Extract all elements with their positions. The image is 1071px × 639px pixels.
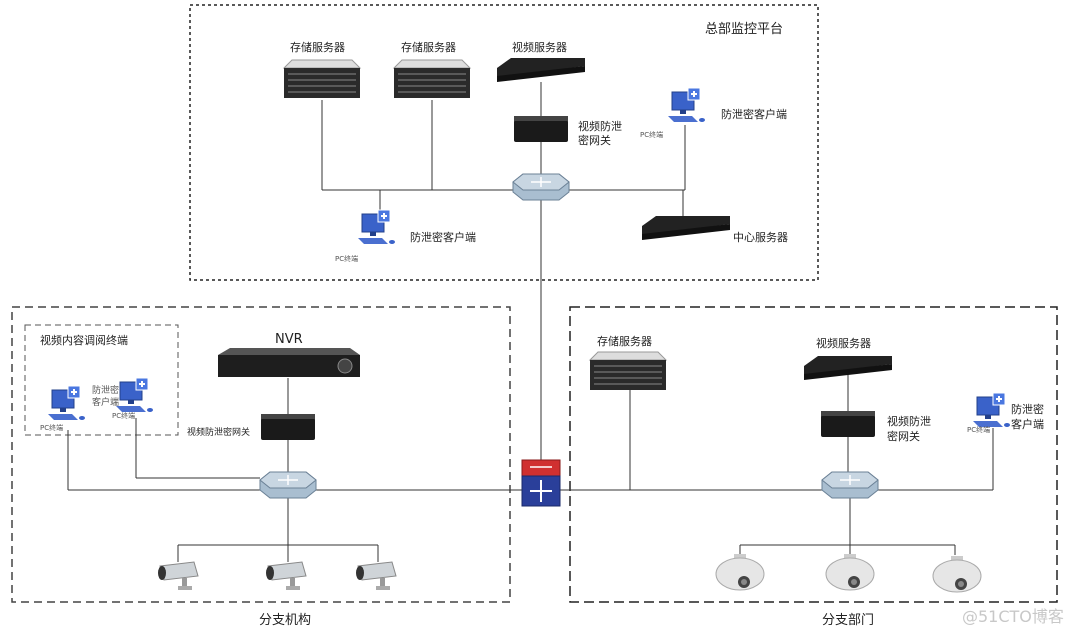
client-label: 防泄密 — [1011, 402, 1044, 416]
pc-icon — [972, 392, 1011, 428]
storage-server-icon — [393, 59, 471, 99]
gateway-label: 密网关 — [887, 429, 920, 443]
terminal-group-label: 视频内容调阅终端 — [40, 333, 128, 347]
terminal-group-border — [24, 324, 179, 436]
bullet-camera-icon — [265, 561, 307, 591]
switch-icon — [821, 471, 879, 499]
client-label: 防泄密客户端 — [721, 107, 787, 121]
dome-camera-icon — [825, 553, 875, 591]
client-label: 客户端 — [92, 396, 119, 408]
video-server-icon — [497, 58, 585, 82]
bullet-camera-icon — [355, 561, 397, 591]
branch-dept-title: 分支部门 — [822, 613, 874, 628]
center-server-label: 中心服务器 — [733, 231, 788, 244]
storage-server-label: 存储服务器 — [290, 40, 345, 54]
gateway-label: 视频防泄 — [578, 119, 622, 133]
center-server-icon — [642, 216, 730, 240]
gateway-icon — [821, 411, 875, 437]
branch-dept-zone-border — [569, 306, 1058, 603]
watermark: @51CTO博客 — [962, 607, 1064, 626]
storage-server-icon — [589, 351, 667, 391]
video-server-label: 视频服务器 — [512, 40, 567, 54]
pc-icon — [357, 209, 396, 245]
router-icon — [521, 459, 561, 507]
pc-label: PC终端 — [335, 254, 358, 263]
client-label: 防泄密客户端 — [410, 230, 476, 244]
switch-icon — [259, 471, 317, 499]
gateway-label: 视频防泄 — [887, 414, 931, 428]
pc-icon — [47, 385, 86, 421]
hq-zone-border — [189, 4, 819, 281]
pc-label: PC终端 — [40, 423, 63, 432]
gateway-label: 密网关 — [578, 133, 611, 147]
pc-icon — [667, 87, 706, 123]
gateway-icon — [261, 414, 315, 440]
video-server-label: 视频服务器 — [816, 336, 871, 350]
bullet-camera-icon — [157, 561, 199, 591]
client-label: 客户端 — [1011, 417, 1044, 431]
gateway-label: 视频防泄密网关 — [187, 426, 250, 438]
dome-camera-icon — [715, 553, 765, 591]
hq-title: 总部监控平台 — [705, 22, 783, 37]
dome-camera-icon — [932, 555, 982, 593]
switch-icon — [512, 173, 570, 201]
pc-label: PC终端 — [967, 425, 990, 434]
pc-label: PC终端 — [112, 411, 135, 420]
client-label: 防泄密 — [92, 384, 119, 396]
storage-server-icon — [283, 59, 361, 99]
branch-org-title: 分支机构 — [259, 613, 311, 628]
branch-org-zone-border — [11, 306, 511, 603]
nvr-icon — [218, 348, 360, 377]
storage-server-label: 存储服务器 — [597, 334, 652, 348]
pc-icon — [115, 377, 154, 413]
gateway-icon — [514, 116, 568, 142]
pc-label: PC终端 — [640, 130, 663, 139]
nvr-label: NVR — [275, 332, 303, 347]
storage-server-label: 存储服务器 — [401, 40, 456, 54]
